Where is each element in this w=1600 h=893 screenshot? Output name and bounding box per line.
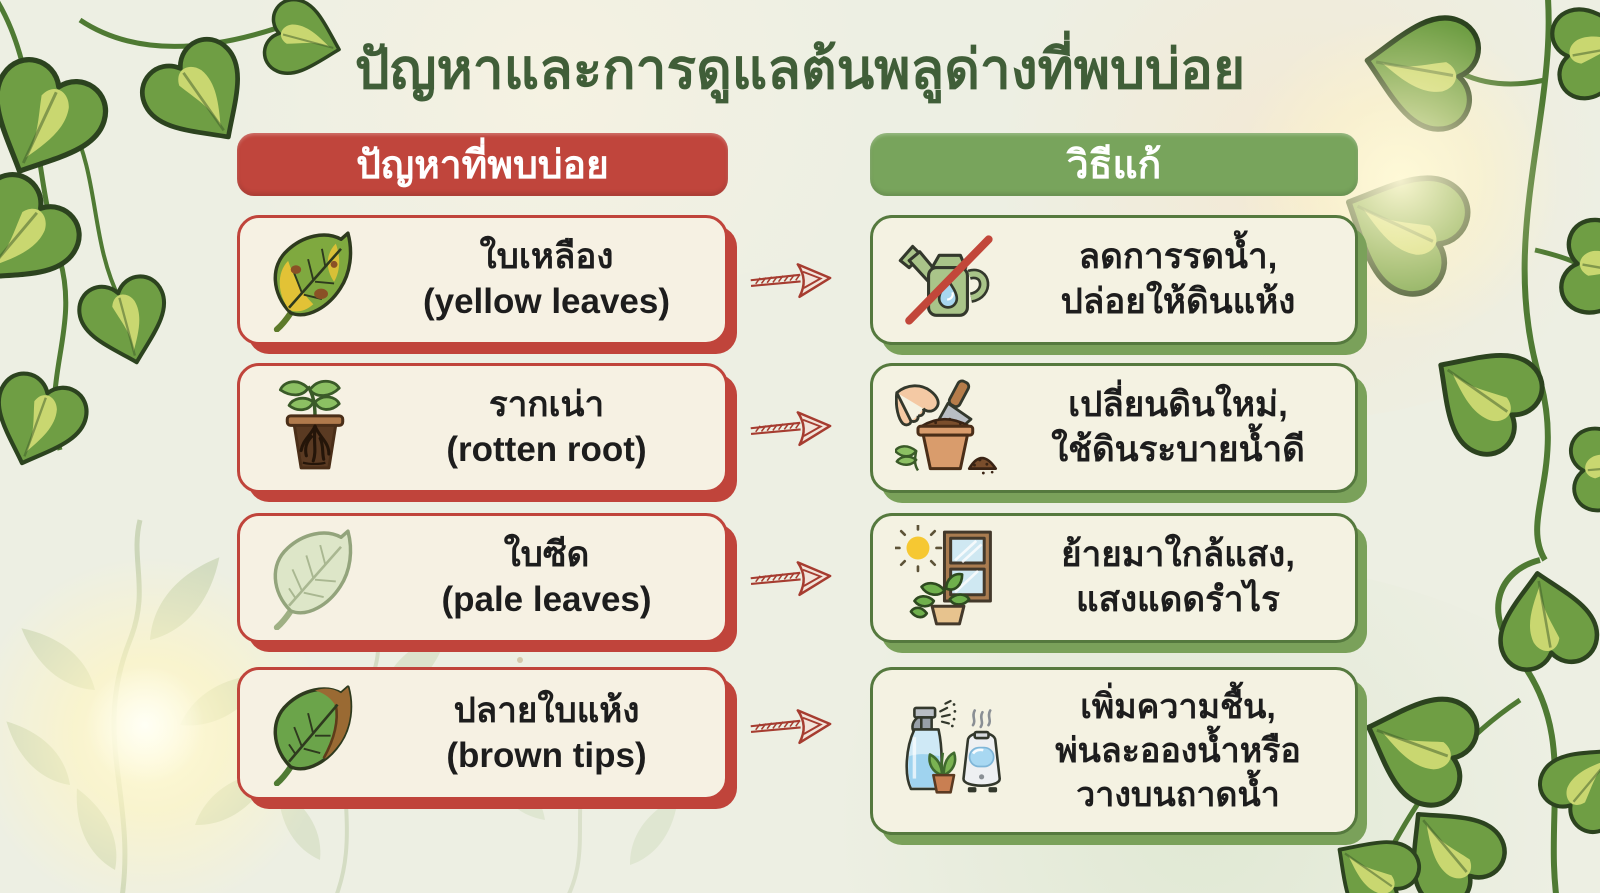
window-sunlight-plant-icon <box>889 522 1007 634</box>
arrow-icon <box>750 561 832 597</box>
page-title: ปัญหาและการดูแลต้นพลูด่างที่พบบ่อย <box>354 38 1246 100</box>
column-header-solutions: วิธีแก้ <box>870 133 1358 196</box>
problem-card-brown-tips: ปลายใบแห้ง (brown tips) <box>237 667 728 800</box>
solution-text: ลดการรดน้ำ, ปล่อยให้ดินแห้ง <box>1060 237 1296 321</box>
pale-leaf-icon <box>256 522 374 634</box>
arrow-icon <box>750 263 832 299</box>
problem-card-yellow-leaves: ใบเหลือง (yellow leaves) <box>237 215 728 345</box>
problem-card-pale-leaves: ใบซีด (pale leaves) <box>237 513 728 643</box>
rotten-roots-pot-icon <box>256 372 374 484</box>
solution-text: เปลี่ยนดินใหม่, ใช้ดินระบายน้ำดี <box>1051 385 1305 469</box>
column-header-problems-label: ปัญหาที่พบบ่อย <box>356 143 609 187</box>
solution-card-reduce-watering: ลดการรดน้ำ, ปล่อยให้ดินแห้ง <box>870 215 1358 345</box>
mist-humidifier-icon <box>889 695 1007 807</box>
solution-card-change-soil: เปลี่ยนดินใหม่, ใช้ดินระบายน้ำดี <box>870 363 1358 493</box>
problem-text: รากเน่า (rotten root) <box>446 385 647 469</box>
brown-tip-leaf-icon <box>256 678 374 790</box>
solution-card-increase-humidity: เพิ่มความชื้น, พ่นละอองน้ำหรือ วางบนถาดน… <box>870 667 1358 835</box>
arrow-icon <box>750 709 832 745</box>
solution-text: เพิ่มความชื้น, พ่นละอองน้ำหรือ วางบนถาดน… <box>1055 687 1301 815</box>
problem-card-rotten-root: รากเน่า (rotten root) <box>237 363 728 493</box>
bottom-right-vine <box>1314 557 1600 893</box>
arrow-icon <box>750 411 832 447</box>
problem-text: ปลายใบแห้ง (brown tips) <box>446 690 647 775</box>
column-header-problems: ปัญหาที่พบบ่อย <box>237 133 728 196</box>
problem-text: ใบซีด (pale leaves) <box>441 535 652 619</box>
light-glow <box>85 665 205 785</box>
yellow-spotted-leaf-icon <box>256 224 374 336</box>
solution-text: ย้ายมาใกล้แสง, แสงแดดรำไร <box>1061 535 1295 619</box>
repotting-soil-icon <box>889 372 1007 484</box>
solution-card-move-to-light: ย้ายมาใกล้แสง, แสงแดดรำไร <box>870 513 1358 643</box>
column-header-solutions-label: วิธีแก้ <box>1066 143 1162 187</box>
problem-text: ใบเหลือง (yellow leaves) <box>422 237 671 321</box>
no-watering-can-icon <box>889 224 1007 336</box>
